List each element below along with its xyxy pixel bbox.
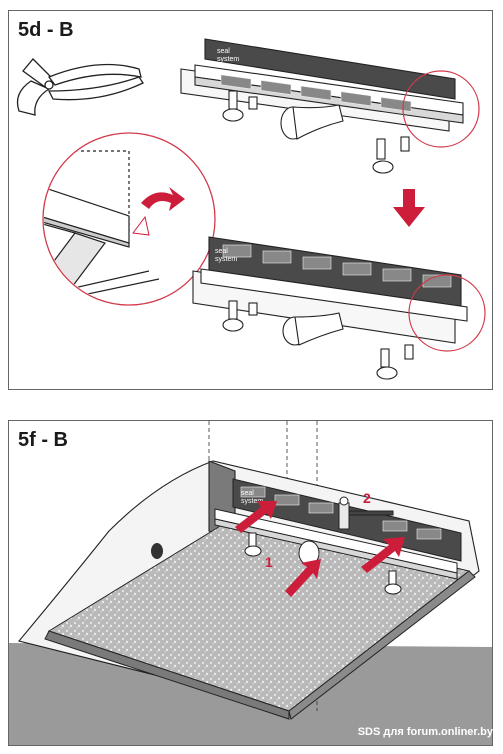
- magnifier-circle-top: [402, 70, 480, 148]
- adjustable-feet-bottom: [222, 300, 414, 380]
- step-5f-panel: 5f - B: [8, 420, 493, 746]
- drain-channel-top: seal system: [180, 38, 464, 174]
- step-5f-illustration: seal system 1 2: [9, 421, 492, 745]
- brand-label-system: system: [217, 56, 239, 63]
- brand-label-system-installed: system: [241, 498, 263, 505]
- down-arrow-icon: [393, 189, 425, 227]
- magnifier-circle-bottom: [408, 274, 486, 352]
- zoom-detail: [42, 132, 216, 306]
- step-5d-panel: 5d - B seal system: [8, 10, 493, 390]
- step-label-5f: 5f - B: [18, 429, 68, 451]
- watermark-text: SDS для forum.onliner.by: [357, 726, 493, 738]
- brand-label-system-bottom: system: [215, 256, 237, 263]
- brand-label-seal-bottom: seal: [215, 248, 228, 255]
- drain-channel-bottom: seal system: [192, 236, 468, 380]
- drain-channel-installed: seal system: [214, 478, 462, 595]
- insert-arrows: [235, 501, 405, 597]
- step-label-5d: 5d - B: [18, 19, 74, 41]
- adjustable-feet: [222, 90, 410, 174]
- brand-label-seal-installed: seal: [241, 490, 254, 497]
- callout-step-1: 1: [265, 554, 273, 570]
- pliers-icon: [16, 58, 144, 116]
- outlet-pipe-bottom: [282, 312, 344, 346]
- step-5d-illustration: seal system: [16, 38, 486, 380]
- outlet-pipe: [280, 104, 344, 140]
- bend-arrow-icon: [132, 187, 185, 236]
- sealant-tube-icon: [338, 496, 394, 530]
- brand-label-seal: seal: [217, 48, 230, 55]
- floor-drain-hole: [151, 543, 163, 559]
- callout-step-2: 2: [363, 490, 371, 506]
